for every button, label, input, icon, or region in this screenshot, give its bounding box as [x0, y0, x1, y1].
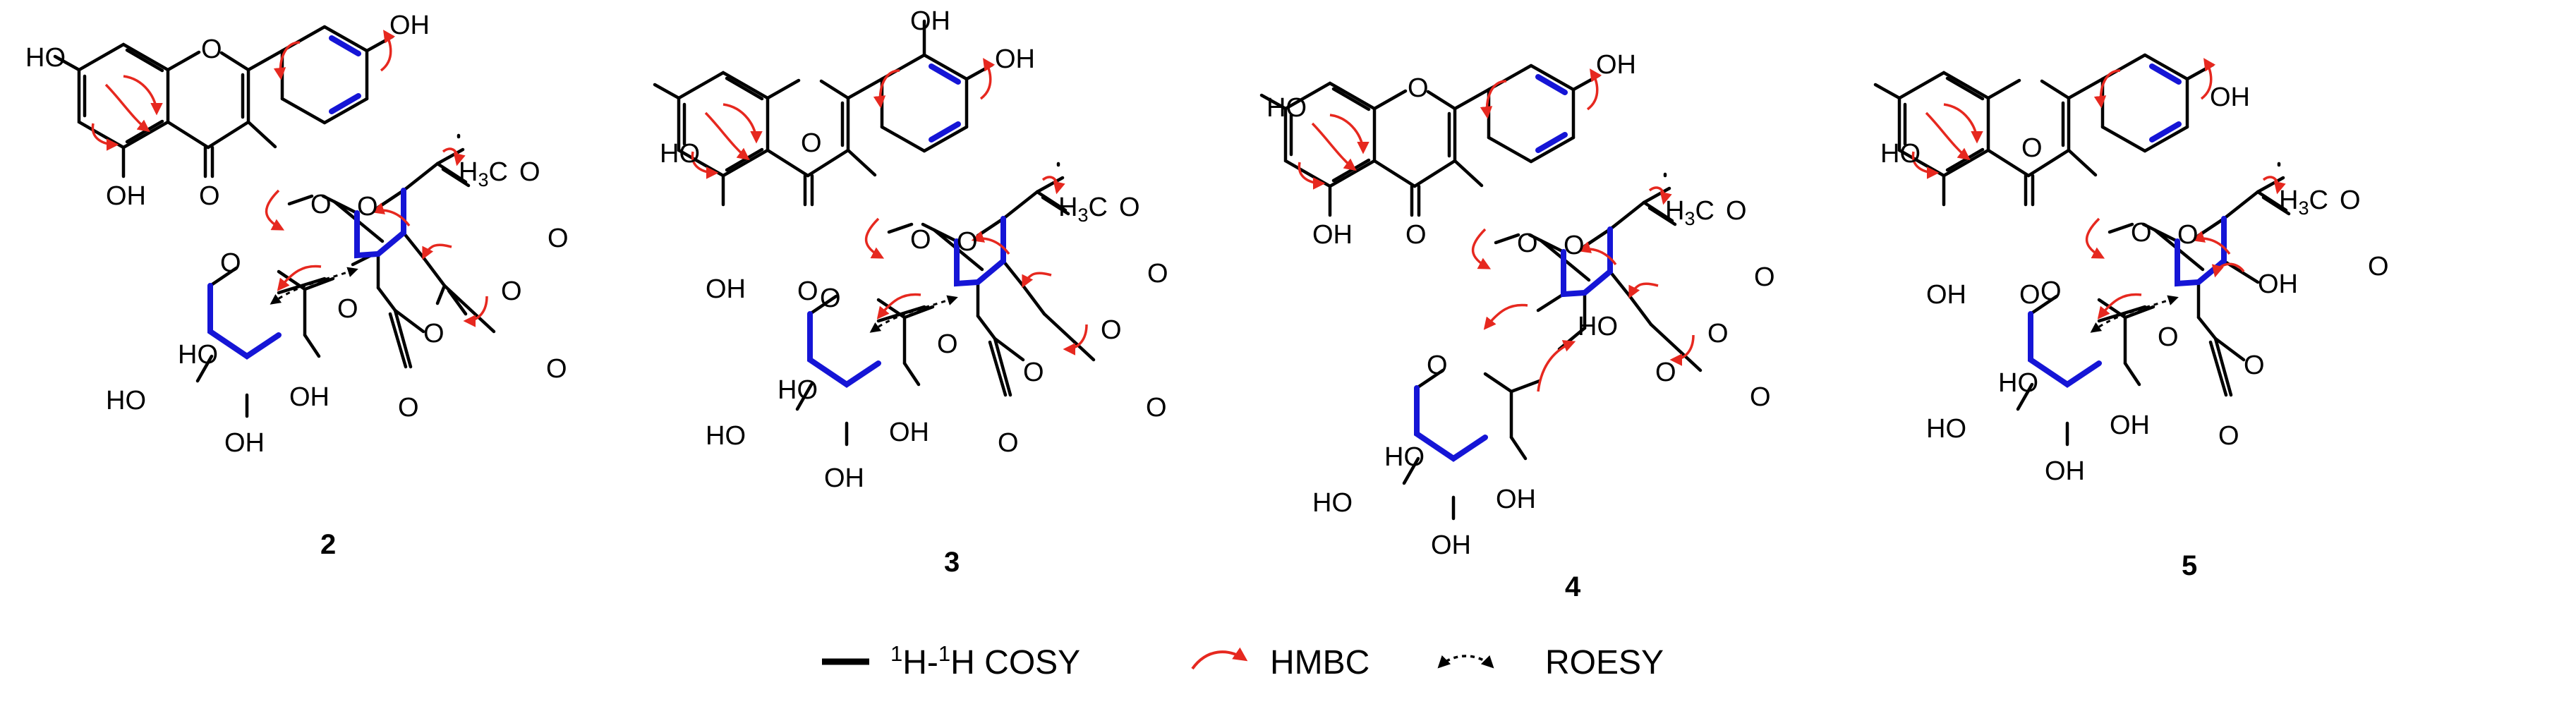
c4-ketone-o: O: [1405, 220, 1427, 250]
c5-oh-a: HO: [1880, 139, 1921, 169]
c4-ester-co: O: [1754, 262, 1775, 292]
c3-oh-b: OH: [910, 6, 950, 36]
c4-rha-ho1: HO: [1312, 488, 1353, 518]
c5-ester-h3c: H3C: [2279, 186, 2328, 219]
c5-rha-oh1: OH: [2110, 411, 2150, 440]
c2-rha-link: O: [337, 294, 358, 324]
c5-co3: O: [2218, 421, 2239, 451]
c4-oh-c: OH: [1312, 220, 1353, 250]
c2-ring-o: O: [201, 35, 222, 64]
c5-ester-co: O: [2368, 252, 2389, 281]
c5-glc-o: O: [2177, 220, 2199, 250]
compound-4: [1262, 66, 1703, 518]
c3-ester-h3c: H3C: [1058, 193, 1108, 226]
c2-co2: O: [398, 393, 419, 423]
c4-ester-h3c: H3C: [1665, 196, 1715, 229]
c5-rha-link: O: [2158, 322, 2179, 352]
c5-ketone-o: O: [2019, 280, 2040, 310]
c4-rha-oh2: OH: [1431, 530, 1471, 560]
c3-o3: O: [1101, 315, 1122, 345]
compound-2: [55, 27, 496, 416]
c2-ester-h3c: H3C: [459, 157, 508, 190]
c4-rha-o: O: [1427, 351, 1448, 380]
c5-rha-ho1: HO: [1926, 414, 1966, 444]
c4-o3: O: [1707, 319, 1729, 348]
c4-ring-o: O: [1408, 73, 1429, 103]
c3-ketone-o: O: [797, 277, 818, 306]
c2-o3: O: [501, 277, 522, 306]
compound-3: [655, 19, 1096, 444]
c2-rha-o: O: [220, 248, 241, 278]
c4-o4: O: [1655, 358, 1676, 387]
c5-rha-o: O: [2040, 277, 2062, 306]
c2-oh-a: HO: [25, 43, 66, 73]
hmbc-legend-label: HMBC: [1270, 644, 1369, 681]
c5-link-o: O: [2131, 218, 2152, 248]
c5-ring-o: O: [2021, 133, 2043, 163]
c2-rha-ho1: HO: [106, 386, 146, 415]
compound-number-5: 5: [2182, 550, 2197, 581]
c3-rha-ho2: HO: [778, 375, 818, 405]
compound-number-3: 3: [944, 547, 960, 578]
c2-co3: O: [546, 354, 567, 384]
c4-link-o: O: [1517, 229, 1538, 258]
c4-rha-ho2: HO: [1384, 442, 1425, 472]
c3-ester-o: O: [1119, 193, 1140, 222]
c2-glc-o: O: [357, 192, 378, 221]
c2-ketone-o: O: [199, 181, 220, 211]
roesy-legend-arrow: [1437, 655, 1494, 669]
c3-rha-oh1: OH: [889, 418, 929, 447]
c5-oh-b: OH: [2210, 83, 2250, 112]
c3-oh-c: OH: [995, 44, 1035, 74]
c5-rha-oh2: OH: [2045, 456, 2085, 486]
roesy-legend-label: ROESY: [1545, 644, 1664, 681]
c4-co3: O: [1750, 382, 1771, 412]
c2-oh-b: OH: [389, 11, 430, 40]
c2-rha-oh2: OH: [224, 428, 265, 458]
c2-o2: O: [423, 319, 445, 348]
atom-labels: HO OH OH O O O O H3C O O O O O O O O HO …: [25, 6, 2389, 560]
c3-ester-co: O: [1147, 259, 1168, 289]
c3-rha-oh2: OH: [824, 463, 864, 493]
c5-ester-o: O: [2340, 186, 2361, 215]
c5-o3: O: [2244, 351, 2265, 380]
c3-glc-o: O: [957, 227, 978, 257]
c5-glc-oh: OH: [2258, 269, 2298, 299]
hmbc-legend-arrow: [1191, 647, 1248, 670]
c2-rha-oh1: OH: [289, 382, 329, 412]
c5-rha-ho2: HO: [1998, 368, 2038, 398]
c3-co2: O: [998, 428, 1019, 458]
c4-oh-b: OH: [1596, 50, 1636, 80]
c3-o2: O: [1023, 358, 1044, 387]
c4-oh-a: HO: [1266, 93, 1307, 123]
c5-oh-c: OH: [1926, 280, 1966, 310]
c2-link-o: O: [310, 190, 332, 219]
c4-rha-oh1: OH: [1496, 485, 1536, 514]
compound-number-4: 4: [1565, 571, 1581, 602]
c3-rha-o: O: [820, 284, 841, 313]
c3-oh-a: HO: [660, 139, 700, 169]
c3-ring-o: O: [801, 128, 822, 158]
c2-rha-ho2: HO: [178, 340, 218, 370]
c2-ester-co: O: [548, 224, 569, 253]
c3-oh-d: OH: [706, 274, 746, 304]
c2-ester-o: O: [519, 157, 540, 187]
c3-rha-link: O: [937, 329, 958, 359]
cosy-legend-label: 1H-1H COSY: [890, 641, 1080, 681]
c4-glc-ho: HO: [1578, 312, 1618, 341]
legend: 1H-1H COSY HMBC ROESY: [822, 641, 1664, 681]
c2-oh-c: OH: [106, 181, 146, 211]
c3-co3: O: [1146, 393, 1167, 423]
c3-link-o: O: [910, 225, 931, 255]
c3-rha-ho1: HO: [706, 421, 746, 451]
compound-5: [1875, 55, 2289, 444]
c4-glc-o: O: [1564, 231, 1585, 260]
c4-ester-o: O: [1726, 196, 1747, 226]
compound-number-2: 2: [320, 529, 336, 560]
